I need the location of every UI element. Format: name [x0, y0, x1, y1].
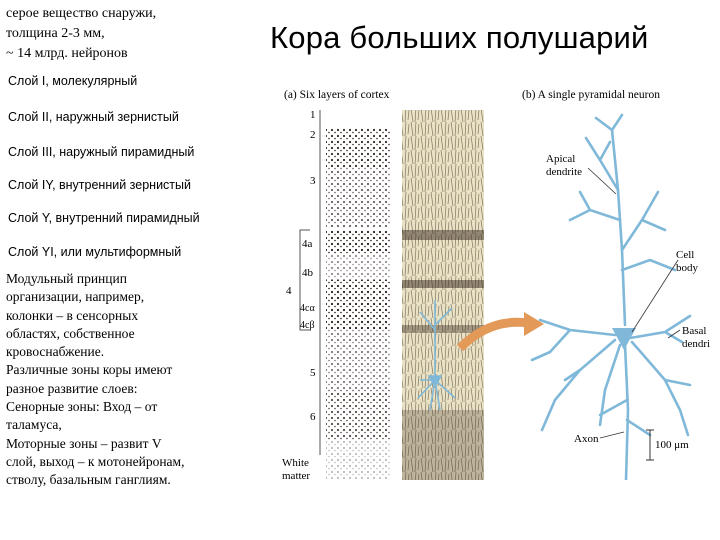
white-matter-label: matter: [282, 470, 310, 480]
notes-line: организации, например,: [6, 289, 145, 305]
notes-line: Моторные зоны – развит V: [6, 435, 162, 451]
basal-leader: [667, 329, 681, 339]
layer-4-bracket: [299, 229, 310, 331]
notes-line: слой, выход – к мотонейронам,: [6, 453, 185, 469]
apical-label: dendrite: [546, 166, 582, 178]
notes-line: Сенорные зоны: Вход – от: [6, 399, 158, 415]
zoom-arrow: [456, 317, 529, 352]
notes-line: таламуса,: [6, 417, 62, 433]
layer-6-label: Слой YI, или мультиформный: [8, 245, 182, 259]
layer-number: 5: [310, 367, 316, 379]
axon-leader: [599, 431, 625, 439]
panel-a-title: (a) Six layers of cortex: [284, 89, 390, 101]
layer-4-label: Слой IY, внутренний зернистый: [8, 178, 192, 192]
layer-number: 4cβ: [300, 320, 315, 331]
layer-number: 6: [310, 411, 316, 423]
pyramidal-neuron: [530, 113, 692, 480]
layer-number: 4a: [302, 238, 313, 250]
intro-line: серое вещество снаружи,: [6, 6, 157, 21]
layer-5-label: Слой Y, внутренний пирамидный: [8, 211, 200, 225]
notes-line: стволу, базальным ганглиям.: [6, 472, 171, 488]
notes-line: разное развитие слоев:: [6, 380, 138, 396]
basal-label: Basal: [682, 325, 706, 337]
layer-number: 1: [310, 109, 316, 121]
layer-number: 2: [310, 129, 316, 141]
panel-b-title: (b) A single pyramidal neuron: [522, 89, 660, 101]
cell-body: [612, 328, 636, 350]
apical-leader: [587, 167, 617, 195]
cortex-illustration: (a) Six layers of cortex (b) A single py…: [282, 89, 710, 480]
white-matter-label: White: [282, 457, 309, 469]
basal-label: dendri: [682, 338, 710, 350]
intro-line: ~ 14 млрд. нейронов: [6, 46, 128, 61]
scale-label: 100 μm: [655, 439, 689, 451]
layer-number: 3: [310, 175, 316, 187]
notes-line: областях, собственное: [6, 325, 135, 341]
apical-label: Apical: [546, 153, 575, 165]
axon-label: Axon: [574, 433, 599, 445]
notes-line: Модульный принцип: [6, 271, 127, 286]
cell-body-label: body: [676, 262, 699, 274]
zoom-arrow-head: [524, 312, 544, 336]
cell-body-label: Cell: [676, 249, 694, 261]
notes-line: колонки – в сенсорных: [6, 307, 139, 323]
layer-number: 4cα: [300, 303, 315, 314]
fiber-column: [402, 110, 484, 480]
nissl-column: [326, 110, 390, 480]
notes-line: кровоснабжение.: [6, 344, 105, 360]
intro-line: толщина 2-3 мм,: [6, 26, 105, 41]
layer-3-label: Слой III, наружный пирамидный: [8, 145, 195, 159]
slide-title: Кора больших полушарий: [270, 20, 649, 55]
notes-text: Модульный принцип организации, например,…: [6, 270, 246, 490]
layer-1-label: Слой I, молекулярный: [8, 74, 138, 88]
intro-text: серое вещество снаружи, толщина 2-3 мм, …: [6, 4, 246, 64]
cell-body-leader: [631, 259, 679, 333]
layer-number: 4b: [302, 267, 314, 279]
small-neuron: [417, 300, 456, 411]
notes-line: Различные зоны коры имеют: [6, 362, 173, 378]
layer-number: 4: [286, 285, 292, 297]
cortex-figure: (a) Six layers of cortex (b) A single py…: [270, 80, 718, 480]
layer-2-label: Слой II, наружный зернистый: [8, 110, 179, 124]
